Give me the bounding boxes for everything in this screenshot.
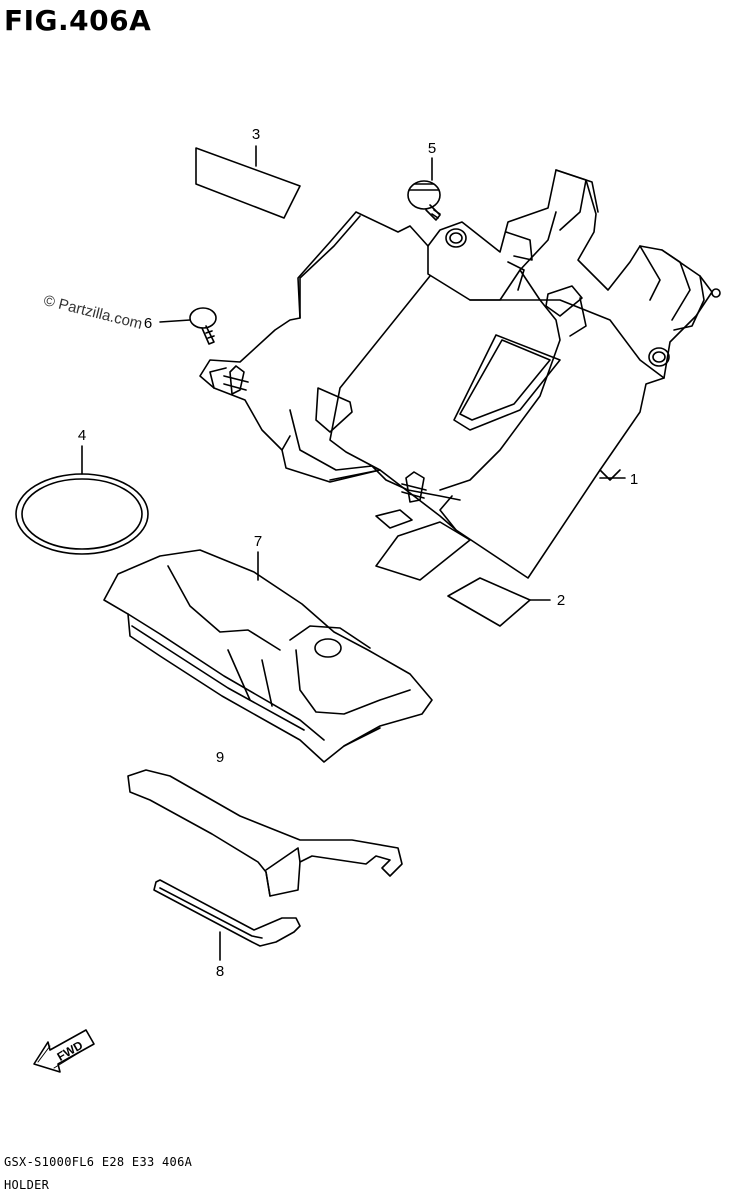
figure-caption: HOLDER [4,1178,50,1192]
fwd-arrow-icon [33,1029,95,1073]
callout-8: 8 [216,963,224,980]
part-9-spanner-wrench[interactable] [127,769,403,897]
callout-5: 5 [428,140,436,157]
figure-title: FIG.406A [4,4,152,37]
callout-1: 1 [630,471,638,488]
model-code: GSX-S1000FL6 E28 E33 406A [4,1155,193,1169]
callout-4: 4 [78,427,86,444]
callout-2: 2 [557,592,565,609]
callout-3: 3 [252,126,260,143]
part-8-hex-wrench[interactable] [153,879,301,947]
leader-6 [159,319,191,323]
part-5-bolt[interactable] [407,180,441,221]
part-6-screw[interactable] [189,307,217,345]
part-7-tool-bag[interactable] [103,549,433,763]
callout-7: 7 [254,533,262,550]
callout-6: 6 [144,315,152,332]
part-1-holder[interactable] [199,169,721,581]
part-4-band[interactable] [15,473,149,555]
callout-9: 9 [216,749,224,766]
part-2-label-sticker[interactable] [447,577,531,627]
part-3-label-sticker[interactable] [195,147,301,219]
